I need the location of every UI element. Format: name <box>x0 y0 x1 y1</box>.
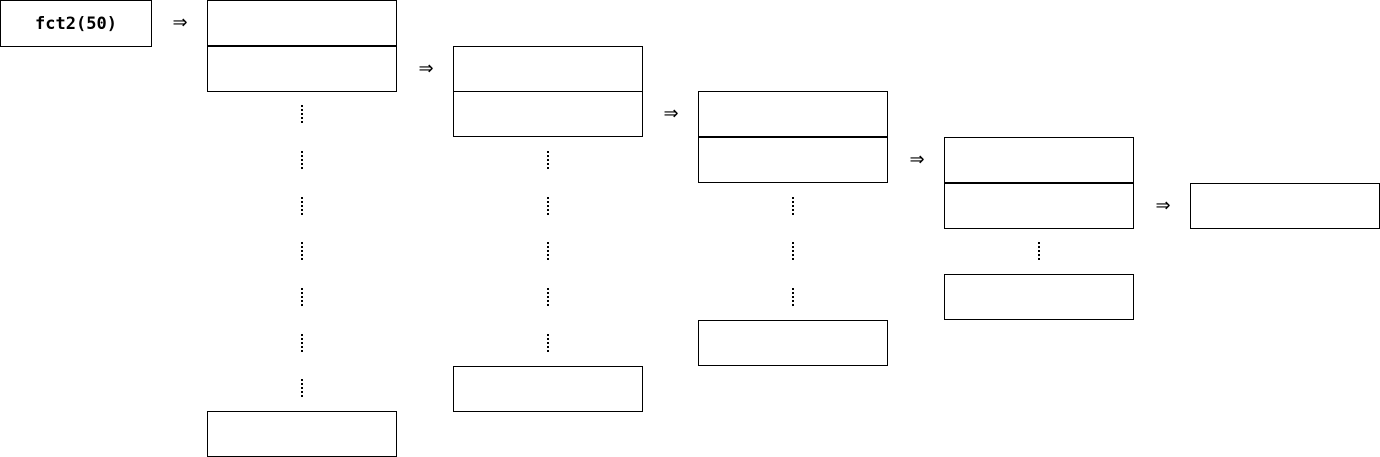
vertical-ellipsis-icon <box>301 105 303 123</box>
frame-cell <box>698 137 888 183</box>
implies-arrow-icon: ⇒ <box>418 58 434 79</box>
frame-cell <box>207 0 397 46</box>
frame-cell <box>698 91 888 137</box>
implies-arrow-icon: ⇒ <box>1155 195 1171 216</box>
vertical-ellipsis-icon <box>792 288 794 306</box>
vertical-ellipsis-icon <box>792 242 794 260</box>
vertical-ellipsis-icon <box>547 151 549 169</box>
vertical-ellipsis-icon <box>301 334 303 352</box>
implies-arrow-icon: ⇒ <box>172 12 188 33</box>
frame-cell <box>453 46 643 92</box>
frame-cell <box>698 320 888 366</box>
frame-cell <box>944 274 1134 320</box>
vertical-ellipsis-icon <box>547 242 549 260</box>
vertical-ellipsis-icon <box>1038 242 1040 260</box>
frame-cell <box>453 366 643 412</box>
vertical-ellipsis-icon <box>301 242 303 260</box>
vertical-ellipsis-icon <box>301 197 303 215</box>
frame-cell <box>944 183 1134 229</box>
frame-cell <box>1190 183 1380 229</box>
vertical-ellipsis-icon <box>301 151 303 169</box>
implies-arrow-icon: ⇒ <box>909 149 925 170</box>
frame-cell <box>207 46 397 92</box>
vertical-ellipsis-icon <box>792 197 794 215</box>
vertical-ellipsis-icon <box>301 379 303 397</box>
frame-cell <box>453 91 643 137</box>
implies-arrow-icon: ⇒ <box>663 103 679 124</box>
vertical-ellipsis-icon <box>301 288 303 306</box>
vertical-ellipsis-icon <box>547 288 549 306</box>
vertical-ellipsis-icon <box>547 197 549 215</box>
vertical-ellipsis-icon <box>547 334 549 352</box>
call-label-box: fct2(50) <box>0 0 152 47</box>
frame-cell <box>944 137 1134 183</box>
call-label: fct2(50) <box>35 13 117 34</box>
frame-cell <box>207 411 397 457</box>
